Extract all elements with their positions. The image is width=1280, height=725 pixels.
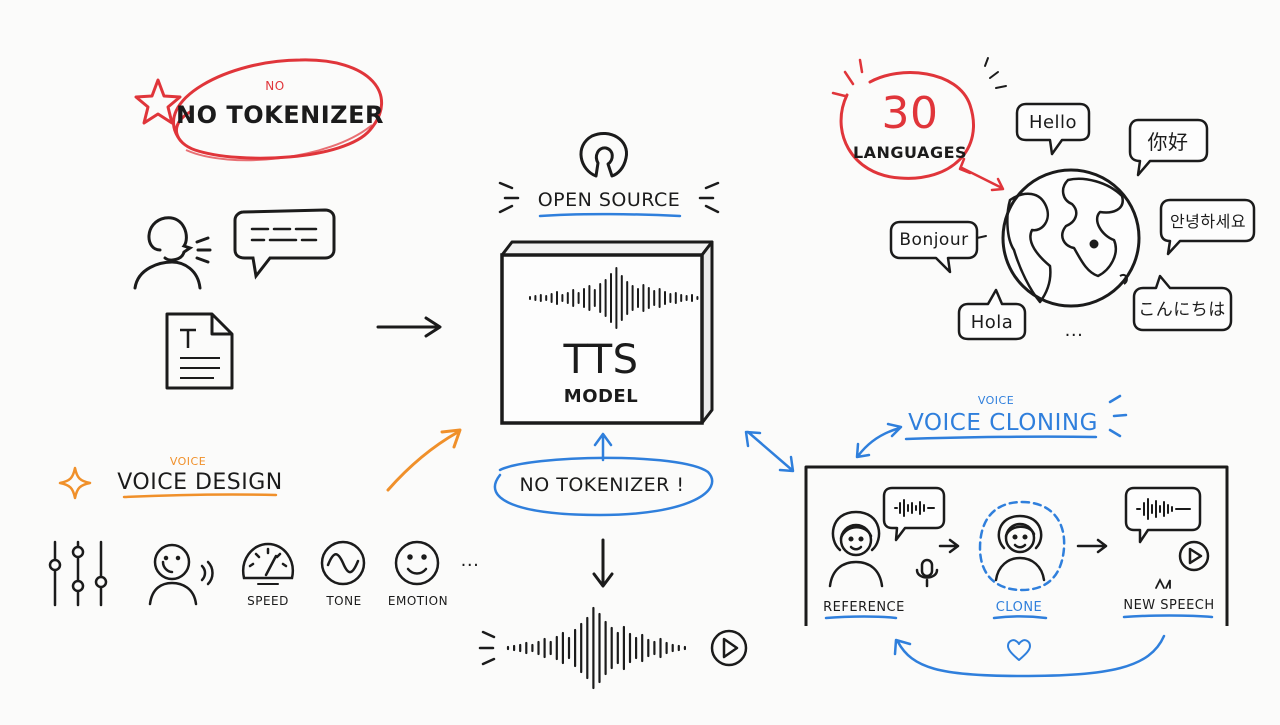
voice-cloning-small: VOICE: [978, 394, 1014, 407]
tts-model-box: TTS MODEL: [500, 240, 714, 425]
new-speech-audio-bubble: [1124, 486, 1202, 544]
center-no-tokenizer-badge: NO TOKENIZER !: [493, 432, 714, 517]
voice-cloning-section: VOICE VOICE CLONING: [744, 394, 1229, 678]
sparkle-icon: [58, 466, 92, 500]
greeting-bubble-bonjour: Bonjour: [889, 220, 987, 274]
voice-cloning-label: VOICE CLONING: [908, 410, 1098, 436]
model-waveform-icon: [529, 267, 699, 329]
control-speed-label: SPEED: [247, 594, 289, 608]
greeting-hello: Hello: [1029, 112, 1077, 133]
sliders-icon[interactable]: [48, 540, 108, 607]
voice-person-icon: [148, 543, 214, 606]
cloning-step-new-speech: NEW SPEECH: [1123, 598, 1214, 613]
greeting-bubble-chinese: 你好: [1128, 118, 1209, 177]
languages-more: ...: [1065, 320, 1084, 341]
output-waveform-bars: [506, 606, 687, 690]
voice-design-small: VOICE: [170, 455, 206, 468]
no-tokenizer-label: NO TOKENIZER: [176, 101, 384, 129]
emotion-face-icon[interactable]: [394, 540, 440, 586]
reference-person-icon: [828, 510, 884, 588]
play-icon: [722, 637, 739, 659]
languages-count: 30: [882, 88, 939, 139]
control-tone-label: TONE: [325, 594, 361, 608]
greeting-bubble-japanese: こんにちは: [1132, 274, 1233, 332]
greeting-bubble-hello: Hello: [1015, 102, 1091, 156]
heart-icon: [1007, 639, 1031, 661]
no-tokenizer-small: NO: [265, 79, 284, 93]
no-tokenizer-badge: NO NO TOKENIZER: [134, 58, 384, 162]
cloning-step-clone: CLONE: [996, 600, 1043, 615]
languages-label: LANGUAGES: [853, 143, 967, 162]
speaker-figure: [133, 216, 212, 290]
voice-design-more: ...: [461, 550, 480, 571]
greeting-bubble-korean: 안녕하세요: [1159, 198, 1256, 256]
play-icon: [1188, 547, 1203, 565]
center-no-tokenizer-label: NO TOKENIZER !: [520, 474, 685, 496]
control-emotion-label: EMOTION: [388, 594, 448, 608]
speech-text-bubble: [233, 208, 336, 280]
voice-design-arrow: [386, 428, 462, 492]
input-arrow: [376, 316, 442, 338]
greeting-hola: Hola: [971, 312, 1014, 333]
cloning-title-arrow: [855, 422, 903, 459]
open-source-label-group: OPEN SOURCE: [498, 132, 720, 218]
new-speech-play-button[interactable]: [1178, 540, 1210, 572]
greeting-bubble-hola: Hola: [957, 288, 1027, 341]
tts-subtitle: MODEL: [564, 386, 638, 407]
output-arrow: [592, 538, 614, 588]
greeting-korean: 안녕하세요: [1170, 212, 1246, 231]
greeting-bonjour: Bonjour: [899, 230, 968, 250]
reference-audio-bubble: [882, 486, 946, 542]
clone-person-icon: [978, 500, 1066, 592]
open-source-icon: [579, 132, 628, 178]
languages-section: 30 LANGUAGES Hello 你好 안녕하세요 Bonjour: [831, 57, 1256, 341]
play-button[interactable]: [710, 629, 748, 667]
open-source-label: OPEN SOURCE: [538, 189, 681, 211]
voice-design-section: VOICE VOICE DESIGN: [48, 428, 480, 608]
tone-wave-icon[interactable]: [320, 540, 366, 586]
globe-icon: [1001, 168, 1141, 308]
voice-design-label: VOICE DESIGN: [117, 470, 283, 495]
speed-gauge-icon[interactable]: [241, 542, 295, 585]
cloning-step-reference: REFERENCE: [823, 600, 905, 615]
greeting-japanese: こんにちは: [1138, 300, 1226, 320]
cloning-loop-arrow: [893, 634, 1166, 678]
greeting-chinese: 你好: [1148, 130, 1189, 154]
model-to-cloning-arrow: [744, 430, 795, 473]
languages-arrow: [958, 157, 1005, 192]
star-icon: [134, 78, 182, 125]
speaker-head-icon: [147, 216, 194, 262]
document-icon: [165, 312, 234, 390]
tts-title: TTS: [562, 337, 638, 383]
output-waveform: [478, 606, 748, 690]
microphone-icon[interactable]: [915, 558, 939, 588]
